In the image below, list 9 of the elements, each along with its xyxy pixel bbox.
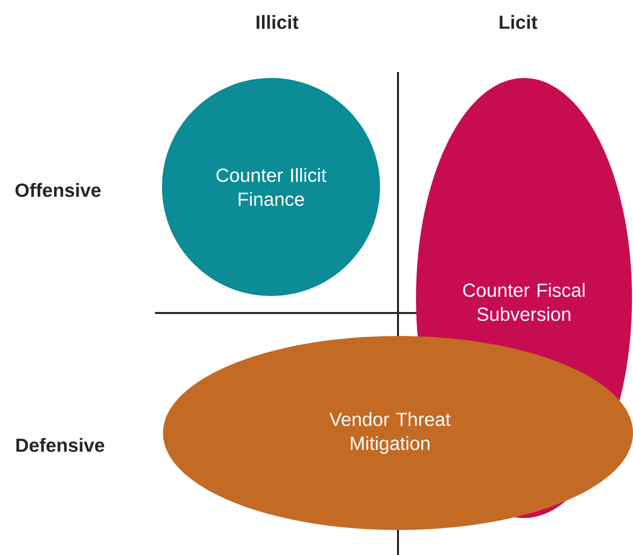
category-circle — [162, 78, 380, 296]
column-heading: Illicit — [256, 15, 298, 29]
row-heading: Defensive — [16, 438, 104, 452]
category-ellipse — [163, 336, 633, 530]
shape-label: Counter Fiscal Subversion — [463, 283, 584, 321]
row-heading: Offensive — [16, 183, 101, 197]
column-heading: Licit — [500, 15, 538, 29]
shape-label: Counter Illicit Finance — [216, 168, 326, 206]
shape-label: Vendor Threat Mitigation — [329, 412, 451, 454]
